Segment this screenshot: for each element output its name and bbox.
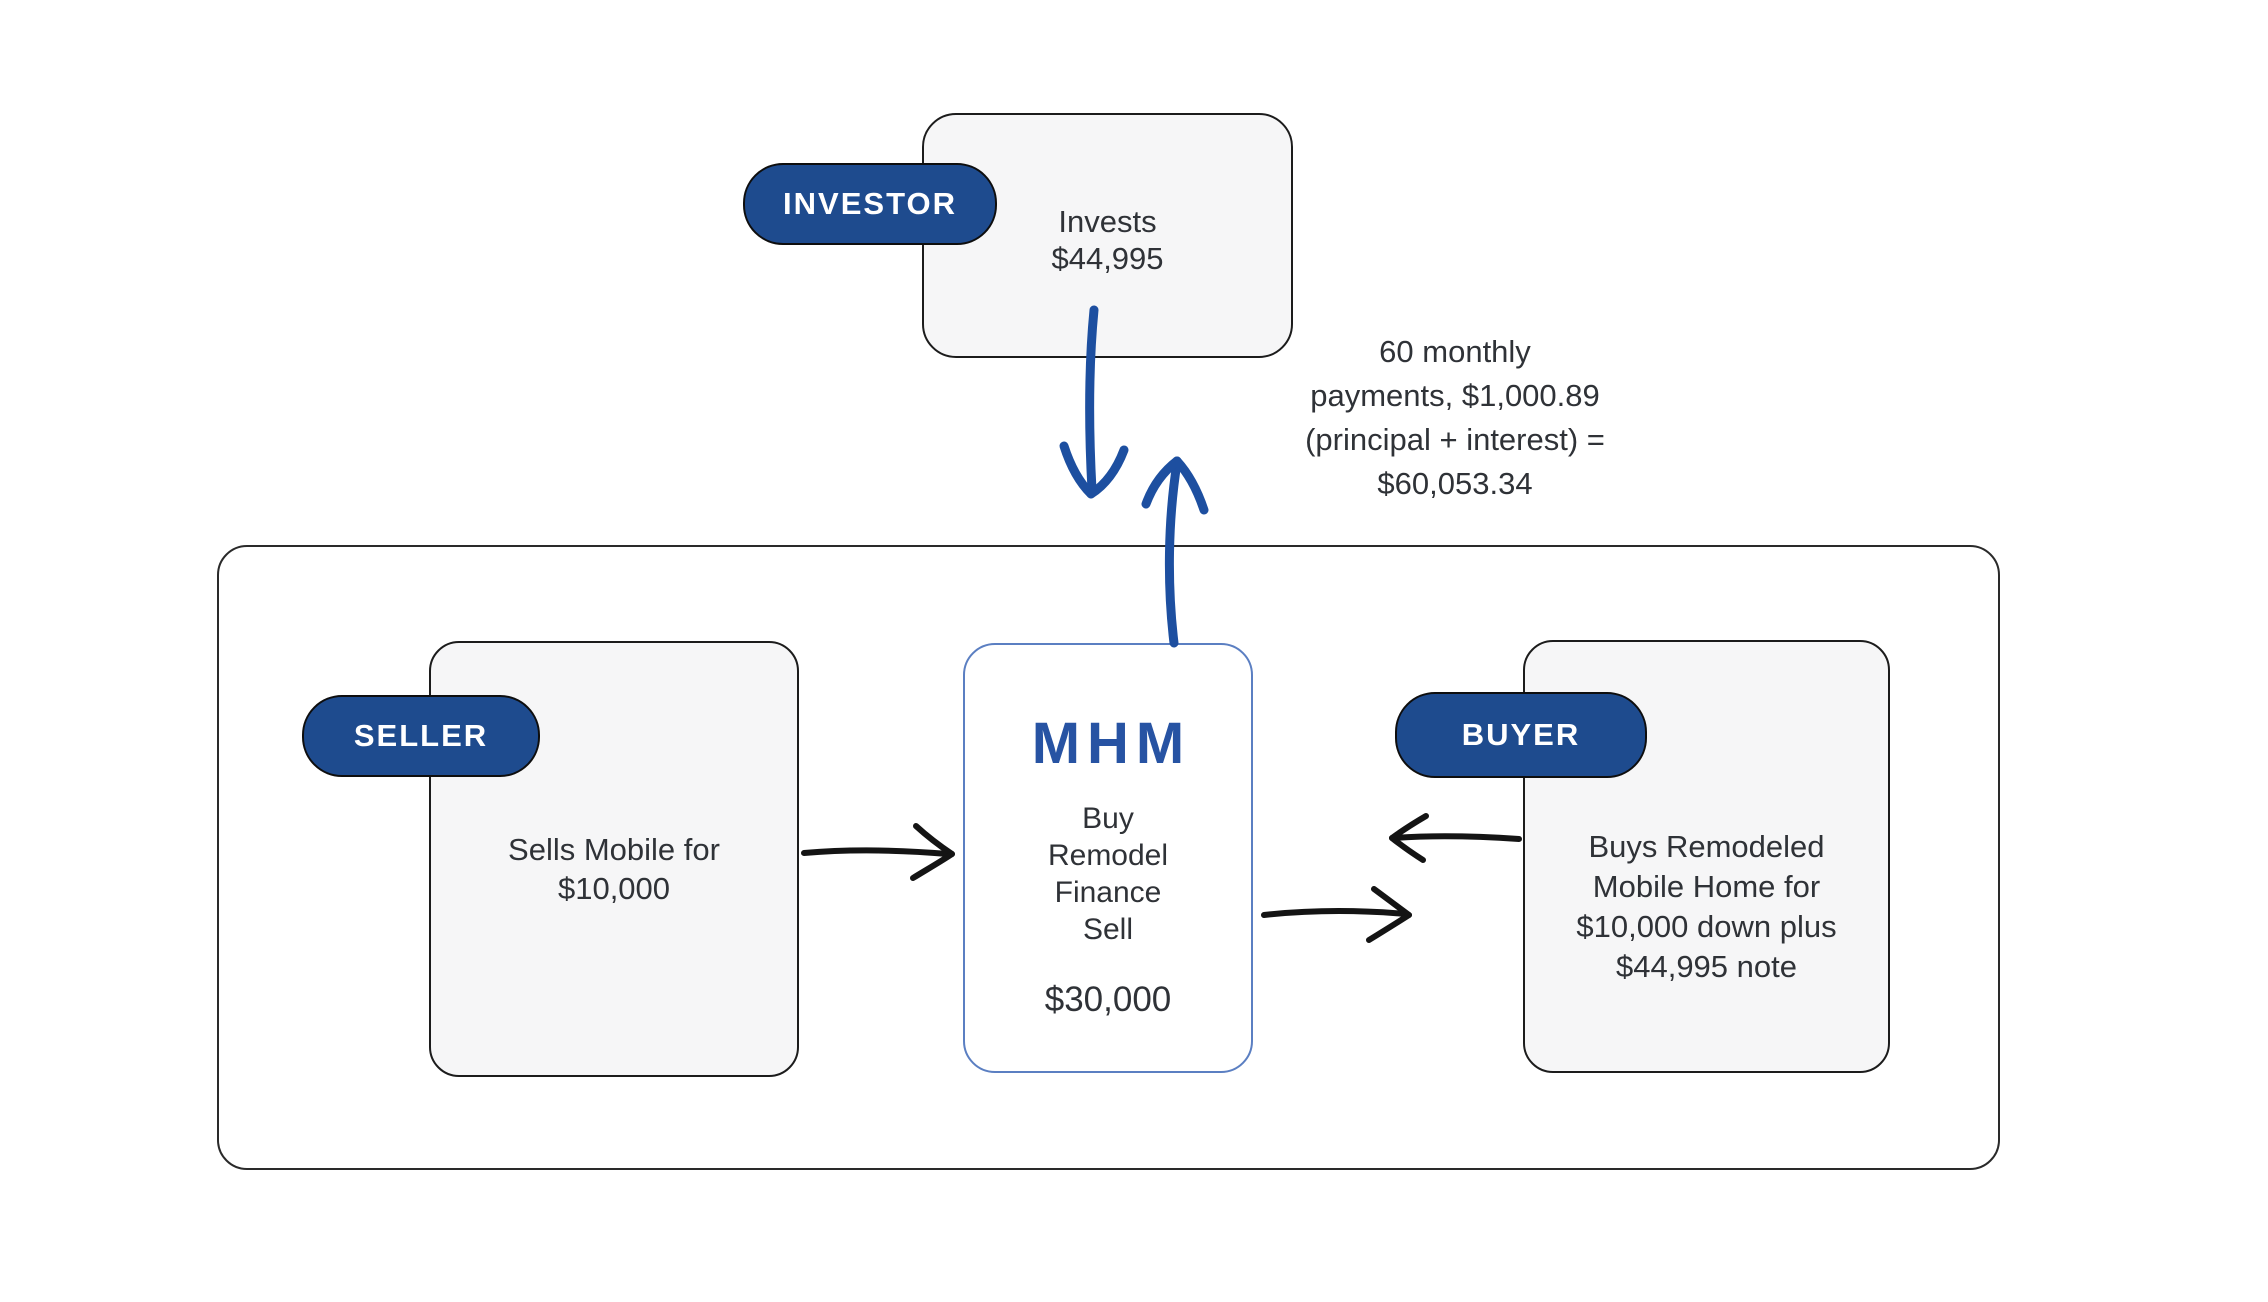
mhm-process-steps: Buy Remodel Finance Sell [963,800,1253,948]
investor-badge: INVESTOR [743,163,997,245]
buyer-text-line: $10,000 down plus [1576,909,1837,944]
buyer-badge-label: BUYER [1461,717,1581,752]
payments-note-line: $60,053.34 [1377,466,1533,501]
seller-badge-label: SELLER [353,718,489,753]
buyer-text-line: $44,995 note [1615,949,1797,984]
payments-note-line: payments, $1,000.89 [1310,378,1600,413]
mhm-step: Finance [1054,876,1162,909]
buyer-text-line: Buys Remodeled [1588,829,1825,864]
seller-text: Sells Mobile for $10,000 [429,830,799,908]
seller-badge: SELLER [302,695,540,777]
buyer-text: Buys Remodeled Mobile Home for $10,000 d… [1523,827,1890,987]
mhm-step: Remodel [1047,839,1169,872]
investor-text-line: Invests [1058,204,1157,239]
mhm-step: Buy [1082,802,1134,835]
mhm-step: Sell [1082,913,1134,946]
payments-note-line: 60 monthly [1379,334,1531,369]
seller-text-line: Sells Mobile for [508,832,720,867]
mhm-amount: $30,000 [1044,980,1172,1019]
seller-text-line: $10,000 [557,871,671,906]
payments-note-line: (principal + interest) = [1305,422,1605,457]
investor-badge-label: INVESTOR [783,186,957,221]
investor-text: Invests $44,995 [922,203,1293,277]
buyer-text-line: Mobile Home for [1592,869,1821,904]
investor-box [922,113,1293,358]
buyer-badge: BUYER [1395,692,1647,778]
investor-text-line: $44,995 [1051,241,1164,276]
mhm-logo: MHM [1031,711,1192,776]
mhm-box [963,643,1253,1073]
payments-note: 60 monthly payments, $1,000.89 (principa… [1255,330,1655,506]
